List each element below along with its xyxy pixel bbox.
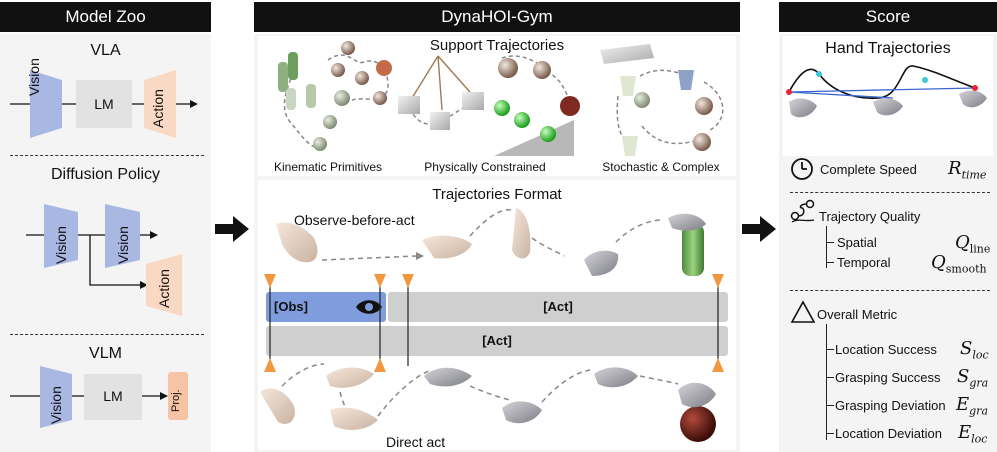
arrow-right-icon: [742, 216, 776, 242]
location-success-label: Location Success: [835, 342, 937, 357]
diffusion-vision2-label: Vision: [115, 226, 131, 264]
direct-act-label: Direct act: [386, 434, 446, 450]
support-caption-physical: Physically Constrained: [424, 160, 546, 174]
divider: [10, 155, 204, 156]
divider: [790, 290, 990, 291]
eye-icon: [356, 300, 382, 314]
overall-tree-branch: [826, 377, 834, 378]
location-deviation-label: Location Deviation: [835, 426, 942, 441]
triangle-icon: [790, 300, 816, 323]
quality-tree-line: [826, 226, 827, 268]
act-bar-top-label: [Act]: [543, 299, 573, 314]
act-bar-bottom-label: [Act]: [482, 333, 512, 348]
overall-tree-branch: [826, 433, 834, 434]
obs-bar-label: [Obs]: [274, 299, 308, 314]
quality-tree-branch: [826, 262, 834, 263]
format-title: Trajectories Format: [432, 186, 562, 203]
overall-tree-branch: [826, 349, 834, 350]
overall-metric-label: Overall Metric: [817, 307, 898, 322]
vlm-title: VLM: [89, 345, 122, 362]
route-icon: [790, 199, 815, 223]
grasping-success-symbol: Sgra: [957, 366, 989, 390]
hand-trajectories-title: Hand Trajectories: [825, 40, 951, 57]
diffusion-vision1-label: Vision: [53, 226, 69, 264]
spatial-symbol: Qline: [955, 232, 991, 256]
vla-vision-label: Vision: [26, 58, 42, 96]
grasping-deviation-symbol: Egra: [956, 394, 988, 418]
support-caption-stochastic: Stochastic & Complex: [602, 160, 720, 174]
quality-tree-branch: [826, 242, 834, 243]
header-model-zoo: Model Zoo: [0, 2, 211, 32]
overall-tree-line: [826, 324, 827, 440]
temporal-symbol: Qsmooth: [931, 252, 987, 276]
hand-trajectories-box: [783, 36, 993, 156]
vla-title: VLA: [90, 42, 121, 59]
vlm-lm-label: LM: [103, 388, 123, 404]
clock-icon: [791, 158, 813, 180]
overall-tree-branch: [826, 405, 834, 406]
vlm-proj-label: Proj.: [170, 389, 182, 412]
header-gym: DynaHOI-Gym: [254, 2, 740, 32]
diffusion-diagram: [26, 204, 182, 316]
grasping-deviation-label: Grasping Deviation: [835, 398, 946, 413]
complete-speed-symbol: Rtime: [948, 158, 987, 182]
divider: [10, 334, 204, 335]
header-score: Score: [779, 2, 997, 32]
divider: [790, 192, 990, 193]
vlm-vision-label: Vision: [48, 386, 64, 424]
support-title: Support Trajectories: [429, 37, 565, 54]
vla-action-label: Action: [150, 89, 166, 128]
observe-before-act-label: Observe-before-act: [294, 212, 415, 228]
vla-lm-label: LM: [94, 96, 114, 112]
complete-speed-label: Complete Speed: [820, 162, 917, 177]
vlm-diagram: [10, 366, 188, 428]
spatial-label: Spatial: [837, 235, 877, 250]
temporal-label: Temporal: [837, 255, 891, 270]
support-caption-kinematic: Kinematic Primitives: [273, 160, 383, 174]
location-success-symbol: Sloc: [960, 338, 989, 362]
grasping-success-label: Grasping Success: [835, 370, 941, 385]
support-trajectories-illustration: [278, 41, 724, 156]
diffusion-action-label: Action: [156, 269, 172, 308]
trajectory-quality-label: Trajectory Quality: [819, 209, 921, 224]
vla-diagram: [10, 70, 198, 138]
format-illustration: [260, 208, 728, 442]
diffusion-title: Diffusion Policy: [50, 166, 161, 183]
arrow-right-icon: [215, 216, 249, 242]
hand-trajectories-illustration: [786, 65, 987, 118]
location-deviation-symbol: Eloc: [958, 422, 988, 446]
